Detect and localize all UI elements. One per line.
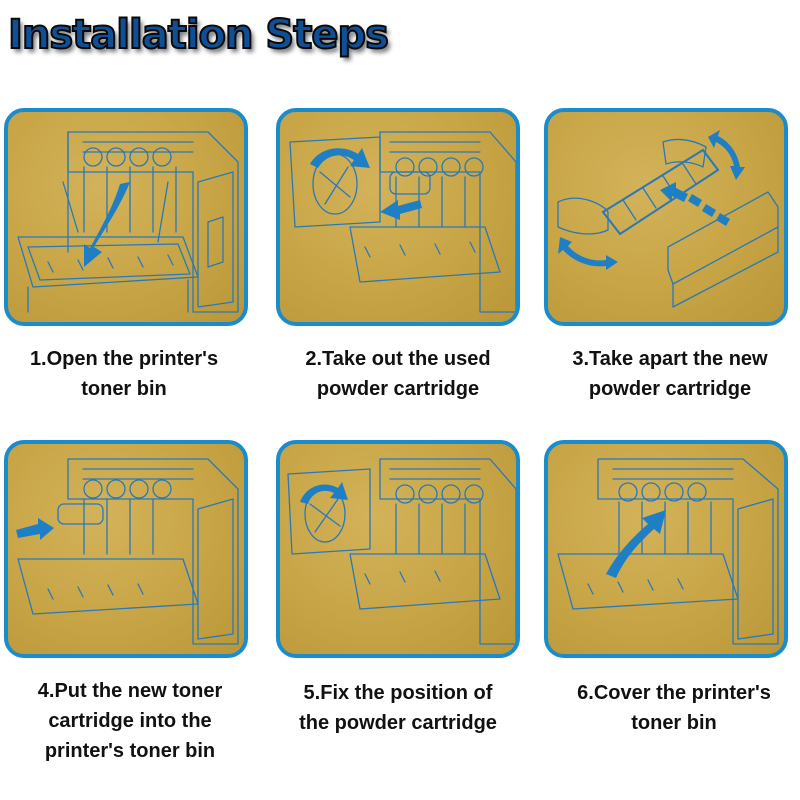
shake-arrow-top-icon	[708, 130, 745, 180]
step-4-illustration	[4, 440, 248, 658]
new-cartridge-shake-drawing	[557, 130, 779, 308]
shake-arrow-bottom-icon	[558, 237, 618, 270]
insert-arrow-icon	[16, 518, 54, 540]
insert-direction-arrow-icon	[660, 182, 688, 202]
step-1-caption: 1.Open the printer's toner bin	[29, 348, 219, 400]
printer-remove-cartridge-drawing	[289, 131, 516, 313]
rotate-arrow-icon	[300, 482, 348, 504]
printer-insert-cartridge-drawing	[16, 458, 239, 645]
step-2-illustration	[276, 108, 520, 326]
step-3-illustration	[544, 108, 788, 326]
step-5-caption: 5.Fix the position of the powder cartrid…	[299, 682, 497, 734]
step-3-caption: 3.Take apart the new powder cartridge	[572, 348, 768, 400]
printer-close-door-drawing	[557, 458, 779, 645]
step-5-illustration	[276, 440, 520, 658]
close-door-arrow-icon	[606, 510, 666, 578]
open-door-arrow-icon	[84, 182, 130, 267]
step-1-illustration	[4, 108, 248, 326]
printer-fix-cartridge-drawing	[287, 458, 516, 645]
rotate-ccw-arrow-icon	[310, 148, 370, 168]
step-6-illustration	[544, 440, 788, 658]
page-title: Installation Steps	[7, 11, 390, 59]
step-2-caption: 2.Take out the used powder cartridge	[305, 348, 491, 400]
step-4-caption: 4.Put the new toner cartridge into the p…	[37, 680, 223, 762]
step-6-caption: 6.Cover the printer's toner bin	[577, 682, 771, 734]
printer-open-door-drawing	[17, 131, 239, 313]
remove-cartridge-arrow-icon	[380, 200, 422, 220]
